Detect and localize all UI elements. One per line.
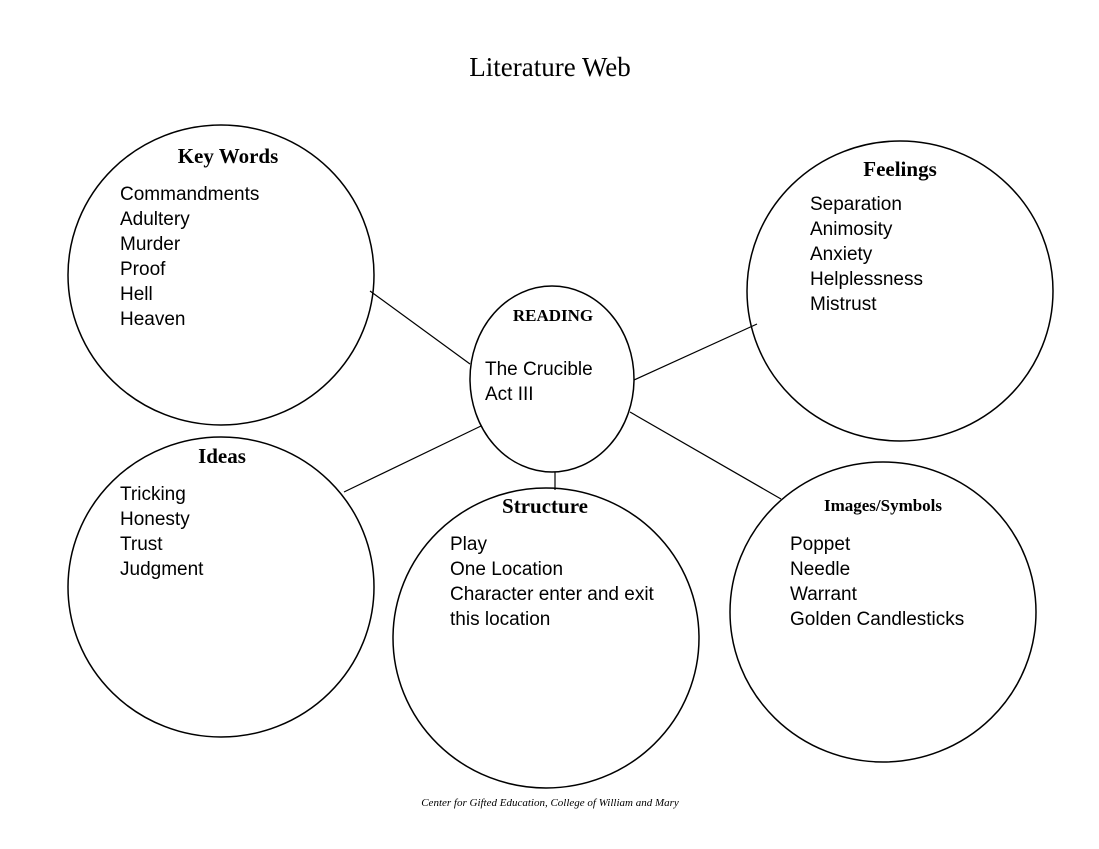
center-item: Act III xyxy=(485,384,534,405)
node-circle xyxy=(67,124,375,426)
node-circle xyxy=(729,461,1037,763)
node-item: Warrant xyxy=(790,584,858,605)
center-circle xyxy=(469,285,635,473)
node-heading: Key Words xyxy=(178,144,279,168)
node-heading: Images/Symbols xyxy=(824,496,942,515)
node-item: Poppet xyxy=(790,534,851,555)
node-item: Murder xyxy=(120,234,181,255)
footer-credit: Center for Gifted Education, College of … xyxy=(421,797,679,809)
connector-ideas xyxy=(343,425,482,493)
node-feelings: Feelings Separation Animosity Anxiety He… xyxy=(746,140,1054,442)
node-item: Tricking xyxy=(120,484,186,505)
node-item: Commandments xyxy=(120,184,259,205)
node-circle xyxy=(392,487,700,789)
node-item: Adultery xyxy=(120,209,190,230)
center-heading: READING xyxy=(513,306,593,325)
node-item: One Location xyxy=(450,559,563,580)
node-item: Judgment xyxy=(120,559,204,580)
node-circle xyxy=(67,436,375,738)
node-item: Mistrust xyxy=(810,294,877,315)
node-item: Proof xyxy=(120,259,166,280)
node-item: Golden Candlesticks xyxy=(790,609,964,630)
node-item: Anxiety xyxy=(810,244,873,265)
node-heading: Ideas xyxy=(198,444,246,468)
center-item: The Crucible xyxy=(485,359,593,380)
node-item: Trust xyxy=(120,534,163,555)
node-images-symbols: Images/Symbols Poppet Needle Warrant Gol… xyxy=(729,461,1037,763)
node-item: Play xyxy=(450,534,487,555)
node-item: Character enter and exit xyxy=(450,584,655,605)
node-item: Helplessness xyxy=(810,269,923,290)
diagram-title: Literature Web xyxy=(469,52,631,82)
node-item: Honesty xyxy=(120,509,190,530)
connector-images-symbols xyxy=(629,411,782,500)
center-node-reading: READING The Crucible Act III xyxy=(469,285,635,473)
node-heading: Structure xyxy=(502,494,588,518)
node-item: Separation xyxy=(810,194,902,215)
node-structure: Structure Play One Location Character en… xyxy=(392,487,700,789)
node-key-words: Key Words Commandments Adultery Murder P… xyxy=(67,124,375,426)
node-item: Needle xyxy=(790,559,850,580)
node-item: Animosity xyxy=(810,219,893,240)
node-item: Heaven xyxy=(120,309,186,330)
node-item: Hell xyxy=(120,284,153,305)
node-heading: Feelings xyxy=(863,157,937,181)
connector-key-words xyxy=(369,290,471,365)
node-item: this location xyxy=(450,609,550,630)
connector-feelings xyxy=(633,323,758,381)
node-circle xyxy=(746,140,1054,442)
node-ideas: Ideas Tricking Honesty Trust Judgment xyxy=(67,436,375,738)
